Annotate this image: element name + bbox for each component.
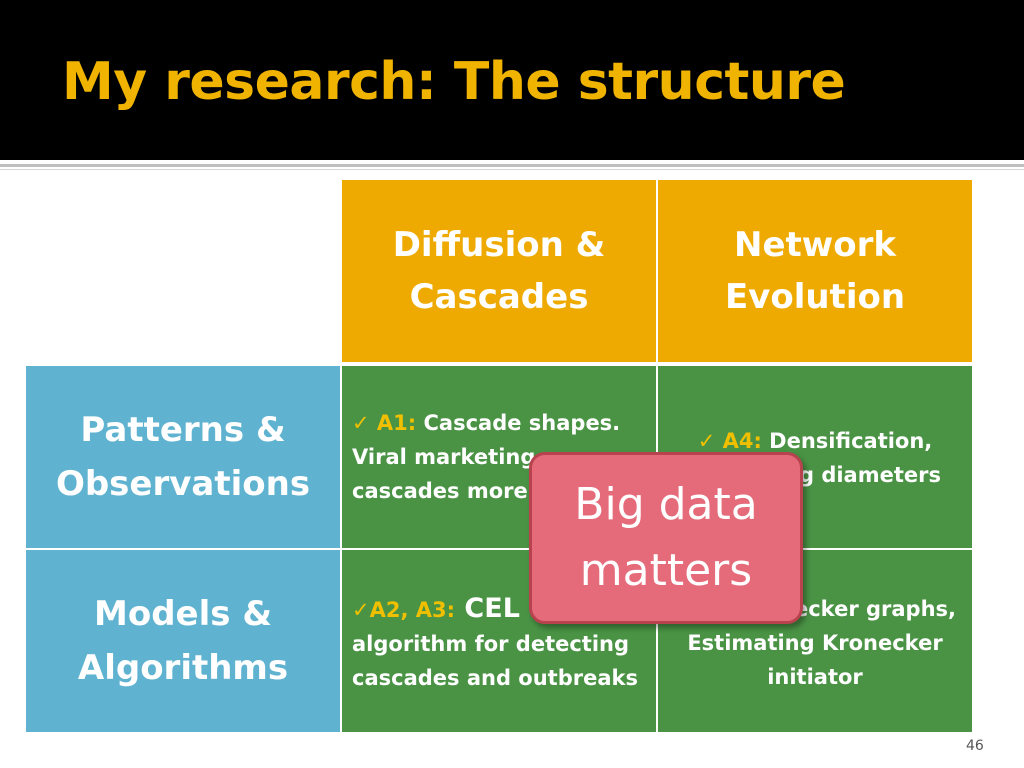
cell-line: Estimating Kronecker: [687, 631, 943, 655]
cell-line: g diameters: [798, 463, 941, 487]
cell-line: ✓ A4: Densification,: [698, 424, 933, 458]
cell-line: algorithm for detecting: [352, 632, 630, 656]
title-divider: [0, 164, 1024, 167]
cell-text: Cascade shapes.: [416, 411, 621, 435]
row-header-line: Models &: [94, 594, 272, 634]
row-header-line: Patterns &: [80, 410, 286, 450]
row-header-models: Models & Algorithms: [26, 550, 340, 732]
page-number: 46: [966, 738, 984, 754]
cell-line: ✓A2, A3: CEL: [352, 592, 520, 627]
cell-tag: A2, A3:: [369, 598, 456, 622]
column-header-line: Diffusion &: [392, 225, 606, 265]
row-header-line: Algorithms: [77, 648, 289, 688]
row-header-line: Observations: [55, 464, 311, 504]
cell-line: Viral marketing: [352, 445, 536, 469]
cell-text: Densification,: [761, 429, 933, 453]
column-header-line: Evolution: [724, 277, 906, 317]
row-header-patterns: Patterns & Observations: [26, 366, 340, 548]
cell-tag: A4:: [722, 429, 762, 453]
cell-line: ecker graphs,: [793, 597, 957, 621]
column-header-diffusion: Diffusion & Cascades: [342, 180, 656, 362]
check-icon: ✓: [352, 411, 370, 435]
title-divider-thin: [0, 169, 1024, 170]
column-header-network-evolution: Network Evolution: [658, 180, 972, 362]
cell-line: initiator: [767, 665, 863, 689]
cell-line: ✓ A1: Cascade shapes.: [352, 406, 620, 440]
callout-line: Big data: [574, 479, 758, 530]
slide-title: My research: The structure: [62, 52, 846, 112]
cell-a5: ecker graphs, Estimating Kronecker initi…: [658, 550, 972, 732]
cell-text: CEL: [455, 593, 520, 624]
cell-line: cascades and outbreaks: [352, 666, 638, 690]
title-bar: [0, 0, 1024, 160]
column-header-line: Cascades: [409, 277, 589, 317]
big-data-callout: Big data matters: [529, 452, 803, 624]
cell-line: cascades more: [352, 479, 528, 503]
callout-line: matters: [579, 545, 753, 596]
check-icon: ✓: [697, 429, 716, 453]
check-icon: ✓: [352, 598, 370, 622]
cell-tag: A1:: [376, 411, 417, 435]
column-header-line: Network: [734, 225, 896, 265]
